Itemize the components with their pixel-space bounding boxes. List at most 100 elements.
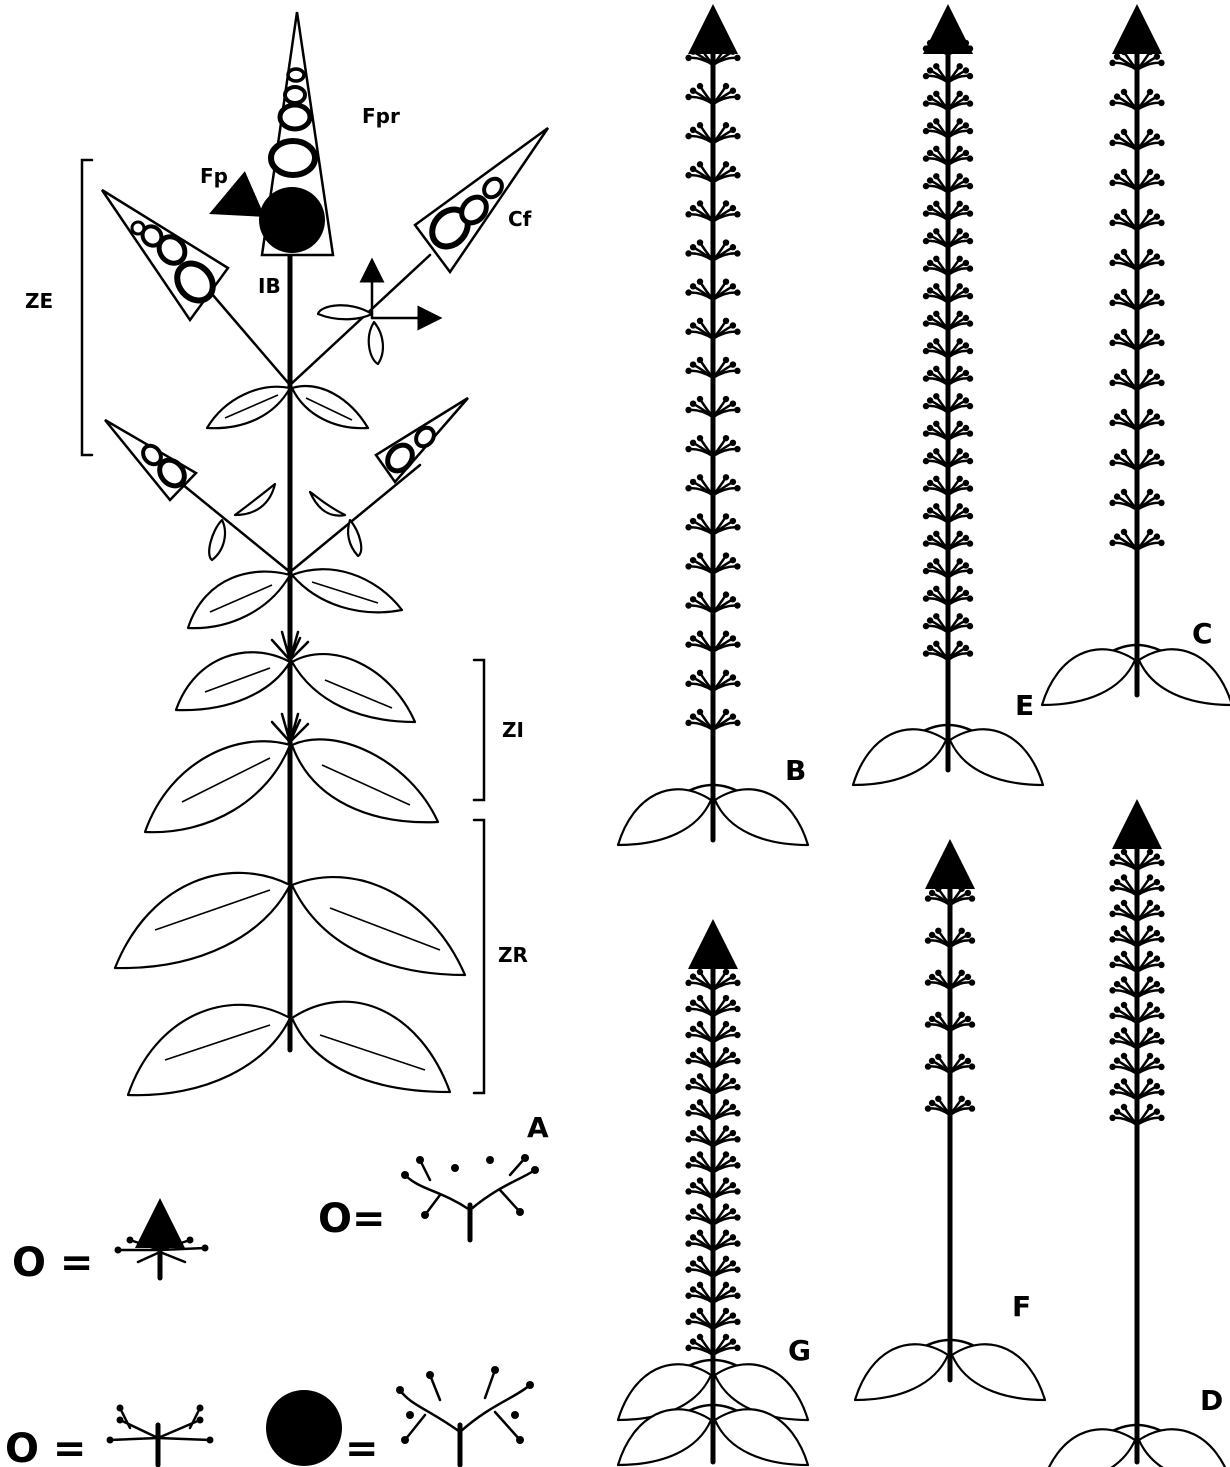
flower-whorl: [922, 255, 974, 277]
spike-c: [1040, 4, 1230, 707]
flower-whorl: [685, 434, 741, 458]
flower-whorl: [1109, 925, 1165, 948]
panel-label-c: C: [1192, 617, 1213, 650]
flower-whorl: [1109, 899, 1165, 923]
basal-leaf: [853, 1343, 950, 1402]
flower-whorl: [924, 1095, 976, 1117]
flower-whorl: [1109, 1052, 1165, 1076]
flower-whorl: [922, 475, 974, 497]
zr-bracket: [472, 818, 486, 1095]
flower-whorl: [922, 228, 974, 249]
flower-whorl: [685, 708, 741, 732]
flower-whorl: [1109, 488, 1165, 512]
label-zr: ZR: [498, 943, 528, 967]
ze-bracket: [80, 158, 94, 457]
flower-whorl: [685, 82, 741, 106]
flower-whorl: [685, 1151, 741, 1174]
left-lower-cone: [104, 418, 199, 502]
panel-label-a: A: [527, 1111, 549, 1144]
flower-whorl: [685, 122, 741, 145]
legend-eq-3: O =: [5, 1426, 86, 1467]
flower-whorl: [685, 474, 741, 497]
legend-symbol-2: [401, 1154, 539, 1243]
flower-whorl: [685, 1125, 741, 1148]
flower-whorl: [685, 1255, 741, 1279]
flower-whorl: [1109, 448, 1165, 472]
flower-whorl: [1109, 874, 1165, 897]
flower-whorl: [685, 356, 741, 380]
label-fp: Fp: [200, 164, 228, 188]
zi-tuft-1: [270, 630, 310, 662]
flower-whorl: [685, 395, 741, 419]
basal-leaf: [616, 1408, 713, 1467]
flower-whorl: [1109, 368, 1165, 392]
flower-whorl: [922, 173, 974, 194]
label-zi: ZI: [502, 718, 524, 742]
flower-whorl: [1109, 1027, 1165, 1050]
right-upper-cone: [413, 126, 550, 275]
basal-leaf: [616, 788, 713, 847]
basal-leaf: [713, 788, 810, 847]
flower-whorl: [924, 969, 976, 991]
flower-whorl: [1109, 950, 1165, 974]
legend-symbol-4: [396, 1366, 534, 1467]
flower-whorl: [685, 513, 741, 536]
flower-whorl: [685, 278, 741, 301]
spike-g: [616, 919, 810, 1467]
flower-whorl: [1109, 976, 1165, 999]
label-cf: Cf: [508, 207, 532, 231]
basal-leaf: [1137, 1428, 1226, 1467]
flower-whorl: [685, 239, 741, 262]
legend-eq-4: =: [345, 1426, 379, 1467]
flower-whorl: [685, 317, 741, 341]
basal-leaf: [948, 728, 1045, 787]
legend-filled-circle: [266, 1390, 342, 1466]
panel-label-g: G: [788, 1334, 811, 1367]
flower-whorl: [685, 1203, 741, 1226]
flower-whorl: [685, 630, 741, 654]
spike-d: [1048, 799, 1226, 1467]
flower-whorl: [685, 43, 741, 67]
flower-whorl: [922, 613, 974, 634]
flower-whorl: [685, 968, 741, 992]
flower-whorl: [1109, 168, 1165, 192]
label-fpr: Fpr: [362, 104, 400, 128]
label-ib: IB: [258, 274, 281, 298]
flower-whorl: [1109, 848, 1165, 872]
legend-symbol-3: [106, 1404, 214, 1467]
flower-whorl: [922, 200, 974, 222]
flower-whorl: [924, 927, 976, 949]
flower-whorl: [922, 35, 974, 57]
flower-whorl: [922, 393, 974, 414]
panel-a-plant: Fpr Fp Cf IB ZE ZI ZR A: [25, 11, 550, 1144]
flower-whorl: [685, 1073, 741, 1096]
basal-leaf: [851, 728, 948, 787]
legend-eq-1: O =: [12, 1240, 93, 1286]
flower-whorl: [1109, 248, 1165, 272]
flower-whorl: [685, 1333, 741, 1357]
zi-tuft-2: [270, 712, 310, 744]
flower-whorl: [922, 585, 974, 607]
flower-whorl: [1109, 1001, 1165, 1025]
flower-whorl: [685, 1281, 741, 1305]
flower-whorl: [922, 448, 974, 469]
flower-whorl: [1109, 1103, 1165, 1127]
flower-whorl: [922, 283, 974, 304]
flower-whorl: [685, 1307, 741, 1331]
legend: O = O= O = =: [5, 1154, 539, 1467]
flower-whorl: [922, 118, 974, 139]
flower-whorl: [922, 338, 974, 359]
basal-leaf: [1137, 648, 1230, 707]
panel-label-f: F: [1012, 1290, 1031, 1323]
basal-leaf: [713, 1363, 810, 1422]
flower-whorl: [1109, 88, 1165, 112]
flower-whorl: [1109, 408, 1165, 432]
flower-whorl: [922, 503, 974, 524]
flower-whorl: [1109, 528, 1165, 552]
basal-leaf: [1048, 1428, 1137, 1467]
flower-whorl: [685, 1177, 741, 1200]
left-upper-cone: [100, 188, 230, 323]
flower-whorl: [1109, 288, 1165, 312]
flower-whorl: [1109, 48, 1165, 72]
